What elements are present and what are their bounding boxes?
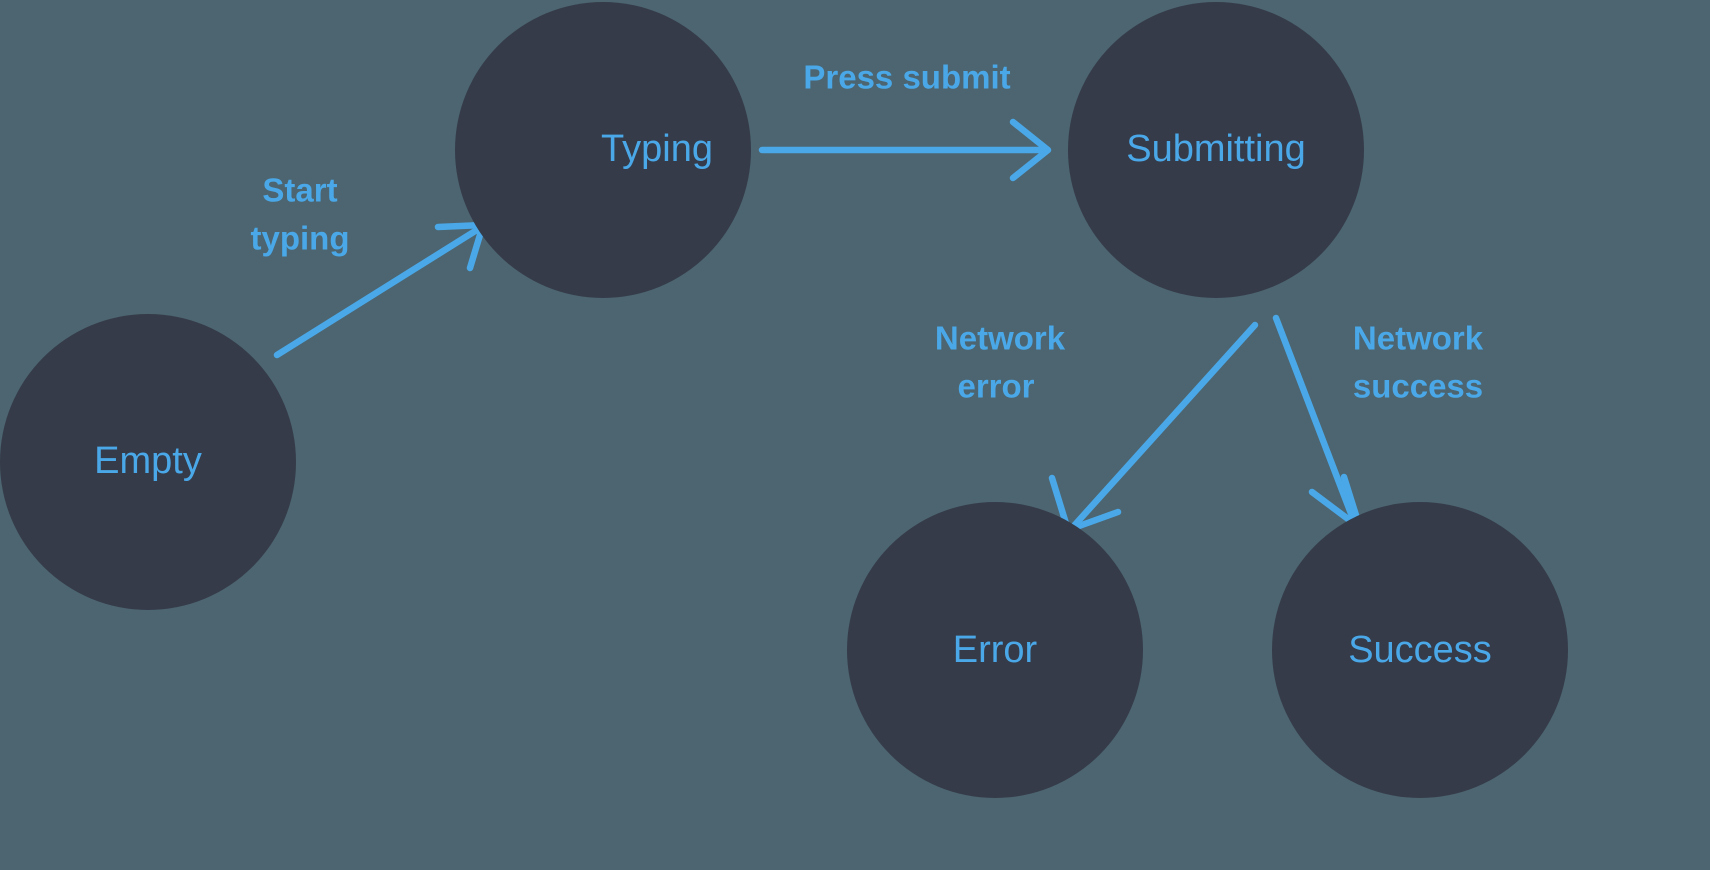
edge-network-success-line (1272, 314, 1359, 528)
edge-label-network-success-line1: Network (1353, 320, 1484, 357)
node-typing-circle[interactable] (455, 2, 751, 298)
node-error-label: Error (953, 629, 1038, 671)
node-typing-label: Typing (601, 128, 713, 170)
node-submitting-circle[interactable] (1068, 2, 1364, 298)
edge-label-press-submit: Press submit (803, 59, 1010, 96)
node-empty[interactable]: Empty (0, 314, 296, 610)
edge-network-error (1048, 321, 1259, 534)
node-empty-label: Empty (94, 440, 202, 482)
edge-network-error-line (1068, 321, 1259, 532)
edge-label-network-success: Network success (1353, 320, 1484, 405)
node-success-label: Success (1348, 629, 1492, 671)
node-typing[interactable]: Typing (455, 2, 751, 298)
edge-label-network-error-line1: Network (935, 320, 1066, 357)
edge-label-start-typing: Start typing (251, 172, 350, 257)
edge-label-network-success-line2: success (1353, 368, 1483, 405)
edge-press-submit (758, 118, 1052, 182)
node-success[interactable]: Success (1272, 502, 1568, 798)
node-submitting[interactable]: Submitting (1068, 2, 1364, 298)
edge-label-start-typing-line2: typing (251, 220, 350, 257)
node-empty-circle[interactable] (0, 314, 296, 610)
edge-label-press-submit-line1: Press submit (803, 59, 1010, 96)
edge-start-typing-line (273, 224, 484, 359)
node-success-circle[interactable] (1272, 502, 1568, 798)
edge-label-start-typing-line1: Start (262, 172, 337, 209)
node-error-circle[interactable] (847, 502, 1143, 798)
edge-press-submit-arrowhead (1009, 118, 1052, 182)
node-error[interactable]: Error (847, 502, 1143, 798)
edge-label-network-error-line2: error (957, 368, 1034, 405)
edge-label-network-error: Network error (935, 320, 1066, 405)
edge-network-success (1272, 314, 1364, 532)
node-submitting-label: Submitting (1126, 128, 1306, 170)
